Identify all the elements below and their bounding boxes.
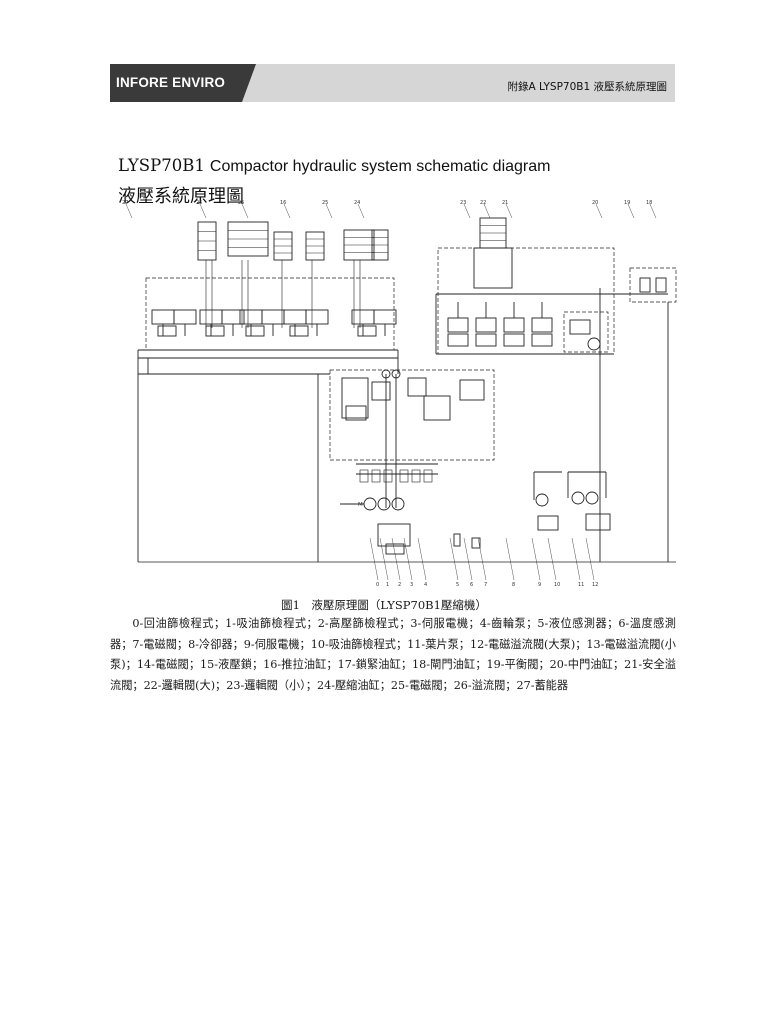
callout-top: 25 — [238, 200, 244, 206]
callout-bottom: 7 — [484, 582, 487, 588]
model-code: LYSP70B1 — [118, 156, 205, 175]
callout-bottom: 0 — [376, 582, 379, 588]
brand-notch — [242, 64, 256, 102]
figure-caption: 圖1 液壓原理圖（LYSP70B1壓縮機） — [281, 598, 487, 612]
callout-top: 23 — [460, 200, 466, 206]
callout-bottom: 5 — [456, 582, 459, 588]
component-legend: 0-回油篩檢程式；1-吸油篩檢程式；2-高壓篩檢程式；3-伺服電機；4-齒輪泵；… — [110, 617, 676, 692]
callout-top: 19 — [624, 200, 630, 206]
callout-bottom: 8 — [512, 582, 515, 588]
figure-title-zh: 液壓系統原理圖 — [118, 186, 244, 207]
callout-bottom: 4 — [424, 582, 427, 588]
callout-bottom: 2 — [398, 582, 401, 588]
callout-bottom: 9 — [538, 582, 541, 588]
callout-top: 22 — [480, 200, 486, 206]
callout-top: 27 — [122, 200, 128, 206]
callout-bottom: 1 — [386, 582, 389, 588]
callout-top: 21 — [502, 200, 508, 206]
section-title: 附錄A LYSP70B1 液壓系統原理圖 — [507, 81, 667, 93]
callout-top: 20 — [592, 200, 598, 206]
header-band: INFORE ENVIRO 附錄A LYSP70B1 液壓系統原理圖 — [110, 64, 675, 102]
callout-top: 16 — [280, 200, 286, 206]
callout-top: 26 — [196, 200, 202, 206]
callout-bottom: 10 — [554, 582, 560, 588]
callout-bottom: 3 — [410, 582, 413, 588]
callout-top: 18 — [646, 200, 652, 206]
callout-bottom: 6 — [470, 582, 473, 588]
callout-bottom: 11 — [578, 582, 584, 588]
motor-label: M — [358, 502, 363, 508]
callout-bottom: 12 — [592, 582, 598, 588]
brand-logo: INFORE ENVIRO — [110, 64, 242, 102]
figure-title-en: LYSP70B1 Compactor hydraulic system sche… — [118, 156, 550, 176]
title-en-rest: Compactor hydraulic system schematic dia… — [209, 158, 551, 175]
callout-top: 24 — [354, 200, 360, 206]
callout-top: 25 — [322, 200, 328, 206]
